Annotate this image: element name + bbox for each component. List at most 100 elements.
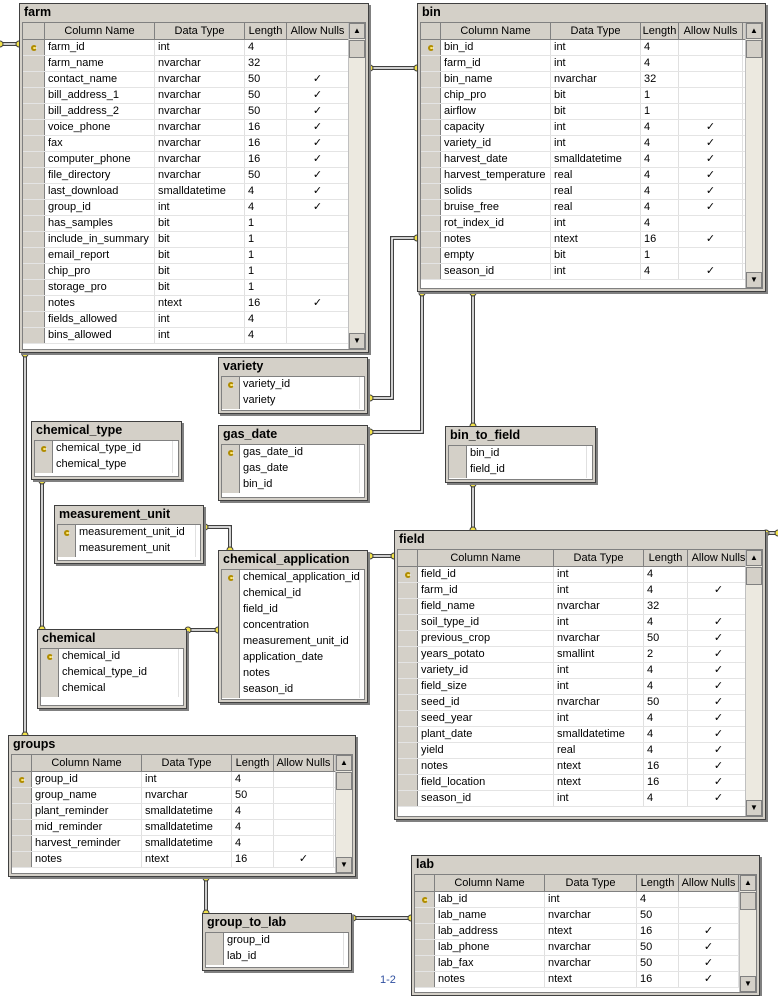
column-row[interactable]: concentration xyxy=(222,618,364,634)
row-selector[interactable] xyxy=(23,56,45,71)
row-selector[interactable] xyxy=(415,908,435,923)
column-row[interactable]: measurement_unit_id xyxy=(58,525,200,541)
header-column-name[interactable]: Column Name xyxy=(45,23,155,39)
row-selector[interactable] xyxy=(398,775,418,790)
vertical-scrollbar[interactable]: ▲▼ xyxy=(745,550,762,816)
allow-nulls-check[interactable]: ✓ xyxy=(287,88,349,103)
row-selector[interactable] xyxy=(415,924,435,939)
row-selector[interactable] xyxy=(222,618,240,634)
row-selector[interactable] xyxy=(23,184,45,199)
allow-nulls-check[interactable]: ✓ xyxy=(287,296,349,311)
header-data-type[interactable]: Data Type xyxy=(155,23,245,39)
row-selector[interactable] xyxy=(41,665,59,681)
row-selector[interactable] xyxy=(398,759,418,774)
row-selector[interactable] xyxy=(421,184,441,199)
allow-nulls-check[interactable]: ✓ xyxy=(679,924,739,939)
allow-nulls-check[interactable]: ✓ xyxy=(287,184,349,199)
allow-nulls-check[interactable]: ✓ xyxy=(679,152,743,167)
row-selector[interactable] xyxy=(23,72,45,87)
row-selector[interactable] xyxy=(421,40,441,55)
header-allow-nulls[interactable]: Allow Nulls xyxy=(287,23,349,39)
allow-nulls-check[interactable] xyxy=(679,40,743,55)
allow-nulls-check[interactable] xyxy=(287,56,349,71)
allow-nulls-check[interactable]: ✓ xyxy=(688,775,750,790)
header-data-type[interactable]: Data Type xyxy=(551,23,641,39)
row-selector[interactable] xyxy=(222,682,240,698)
row-selector[interactable] xyxy=(222,650,240,666)
scroll-thumb[interactable] xyxy=(740,892,756,910)
row-selector[interactable] xyxy=(12,852,32,867)
column-row[interactable]: chemical_id xyxy=(222,586,364,602)
row-selector[interactable] xyxy=(421,232,441,247)
vertical-scrollbar[interactable]: ▲▼ xyxy=(335,755,352,873)
header-allow-nulls[interactable]: Allow Nulls xyxy=(679,875,739,891)
header-selector[interactable] xyxy=(398,550,418,566)
allow-nulls-check[interactable] xyxy=(679,892,739,907)
row-selector[interactable] xyxy=(41,649,59,665)
header-column-name[interactable]: Column Name xyxy=(441,23,551,39)
row-selector[interactable] xyxy=(415,972,435,987)
row-selector[interactable] xyxy=(58,541,76,557)
row-selector[interactable] xyxy=(398,679,418,694)
row-selector[interactable] xyxy=(421,152,441,167)
allow-nulls-check[interactable]: ✓ xyxy=(679,232,743,247)
row-selector[interactable] xyxy=(222,445,240,461)
header-selector[interactable] xyxy=(421,23,441,39)
column-row[interactable]: bin_id xyxy=(449,446,592,462)
allow-nulls-check[interactable]: ✓ xyxy=(679,972,739,987)
row-selector[interactable] xyxy=(23,264,45,279)
row-selector[interactable] xyxy=(398,631,418,646)
row-selector[interactable] xyxy=(23,216,45,231)
row-selector[interactable] xyxy=(23,232,45,247)
column-row[interactable]: application_date xyxy=(222,650,364,666)
row-selector[interactable] xyxy=(23,312,45,327)
row-selector[interactable] xyxy=(421,216,441,231)
column-row[interactable]: notes xyxy=(222,666,364,682)
row-selector[interactable] xyxy=(398,567,418,582)
header-data-type[interactable]: Data Type xyxy=(142,755,232,771)
row-selector[interactable] xyxy=(398,647,418,662)
row-selector[interactable] xyxy=(421,72,441,87)
allow-nulls-check[interactable]: ✓ xyxy=(679,940,739,955)
row-selector[interactable] xyxy=(23,248,45,263)
row-selector[interactable] xyxy=(206,933,224,949)
row-selector[interactable] xyxy=(222,393,240,409)
column-row[interactable]: group_id xyxy=(206,933,348,949)
allow-nulls-check[interactable]: ✓ xyxy=(688,647,750,662)
header-length[interactable]: Length xyxy=(637,875,679,891)
allow-nulls-check[interactable] xyxy=(274,788,334,803)
row-selector[interactable] xyxy=(421,136,441,151)
row-selector[interactable] xyxy=(421,56,441,71)
row-selector[interactable] xyxy=(12,804,32,819)
column-row[interactable]: chemical xyxy=(41,681,183,697)
header-column-name[interactable]: Column Name xyxy=(418,550,554,566)
allow-nulls-check[interactable]: ✓ xyxy=(287,120,349,135)
row-selector[interactable] xyxy=(23,104,45,119)
allow-nulls-check[interactable]: ✓ xyxy=(679,956,739,971)
row-selector[interactable] xyxy=(23,152,45,167)
